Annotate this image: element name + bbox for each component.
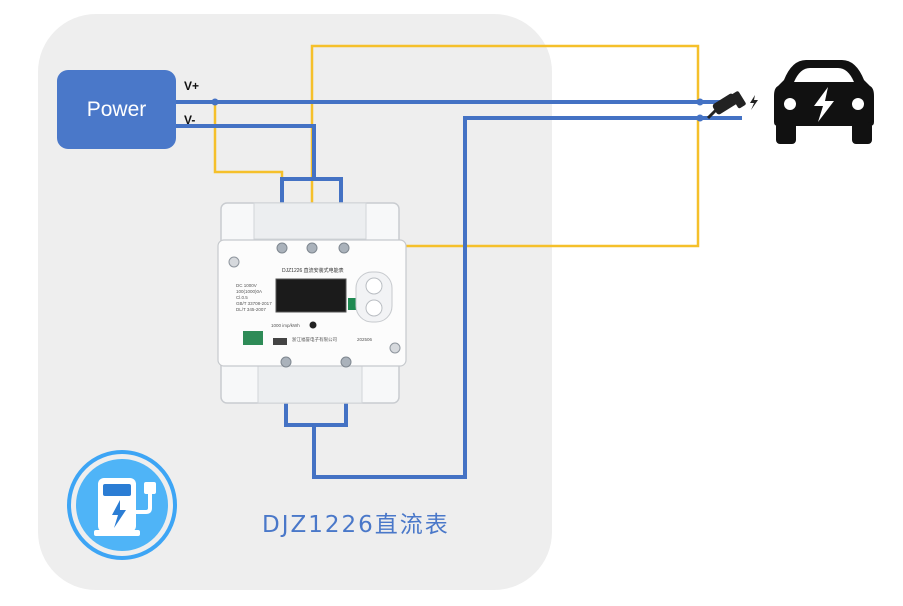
charging-plug-icon xyxy=(706,91,758,120)
meter-model-line: DJZ1226 直流安装式电能表 xyxy=(282,268,344,274)
djz1226-meter xyxy=(217,202,407,404)
meter-name-label: DJZ1226直流表 xyxy=(262,512,450,538)
terminal-label-negative: V- xyxy=(184,113,196,127)
meter-lcd xyxy=(275,278,347,313)
meter-button-up[interactable] xyxy=(365,277,383,295)
meter-spec-5: DL/T 345-2007 xyxy=(236,307,266,312)
meter-spec-4: GB/T 33708-2017 xyxy=(236,301,272,306)
electric-car-icon xyxy=(774,60,874,144)
meter-spec-3: Cl.0.5 xyxy=(236,295,248,300)
meter-status-led xyxy=(348,298,358,310)
power-label: Power xyxy=(86,97,147,121)
meter-rs485-connector xyxy=(243,331,263,345)
terminal-label-positive: V+ xyxy=(184,79,200,93)
power-source-box: Power xyxy=(57,70,176,149)
meter-button-group[interactable] xyxy=(355,271,393,323)
meter-pulse-led xyxy=(309,321,317,329)
connection-nodes xyxy=(211,98,704,122)
meter-spec-2: 100(1000)0A xyxy=(236,289,263,294)
meter-date: 202506 xyxy=(357,337,373,342)
yellow-wire-meter-to-car-negative xyxy=(344,119,700,248)
ev-charging-station-icon xyxy=(67,450,177,560)
meter-pulse-rate: 1000 imp/kWh xyxy=(271,323,300,328)
meter-button-down[interactable] xyxy=(365,299,383,317)
meter-qr-code xyxy=(273,338,287,345)
meter-spec-1: DC 1000V xyxy=(236,283,257,288)
meter-manufacturer: 浙江福誉电子有限公司 xyxy=(292,337,337,342)
blue-wire-return xyxy=(312,116,742,479)
